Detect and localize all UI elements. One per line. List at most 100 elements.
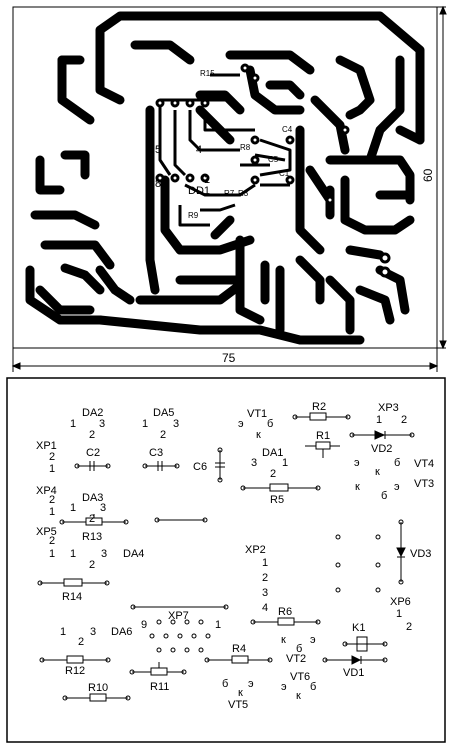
label-da1: DA1	[262, 447, 283, 459]
pcb-label: R8	[240, 143, 251, 152]
pin: э	[238, 418, 244, 430]
label-r1: R1	[316, 430, 330, 442]
pin: 3	[251, 457, 257, 469]
label-r13: R13	[82, 531, 102, 543]
label-r14: R14	[62, 591, 82, 603]
pin: э	[281, 681, 287, 693]
label-r2: R2	[312, 401, 326, 413]
label-vt4: VT4	[414, 458, 434, 470]
pcb-label: 8	[155, 178, 161, 190]
pin: 1	[282, 457, 288, 469]
pin: 2	[89, 513, 95, 525]
pcb-label: R3	[238, 189, 249, 198]
pin: э	[354, 457, 360, 469]
pin: 1	[376, 414, 382, 426]
pcb-label: 4	[196, 144, 202, 156]
label-c2: C2	[86, 447, 100, 459]
label-vd1: VD1	[343, 667, 364, 679]
pin: 1	[49, 463, 55, 475]
pcb-label: C1	[279, 169, 290, 178]
label-vd2: VD2	[371, 443, 392, 455]
pin: к	[375, 466, 380, 478]
label-c6: C6	[193, 461, 207, 473]
pin: 1	[70, 418, 76, 430]
label-xp3: XP3	[378, 402, 399, 414]
pin: э	[310, 634, 316, 646]
pin: 3	[90, 626, 96, 638]
pcb-label: C4	[282, 125, 293, 134]
pin: 2	[406, 621, 412, 633]
label-da4: DA4	[123, 548, 144, 560]
label-xp2: XP2	[245, 544, 266, 556]
pin: 2	[160, 429, 166, 441]
pin: 3	[262, 587, 268, 599]
pin: 3	[173, 418, 179, 430]
label-xp7: XP7	[168, 610, 189, 622]
pin: к	[238, 687, 243, 699]
label-da3: DA3	[82, 492, 103, 504]
pin: 1	[215, 619, 221, 631]
pin: 1	[70, 548, 76, 560]
pin: 1	[142, 418, 148, 430]
label-vt5: VT5	[228, 699, 248, 711]
pin: б	[310, 681, 316, 693]
pcb-label: 5	[155, 144, 161, 156]
pin: б	[267, 418, 273, 430]
pin: к	[296, 690, 301, 702]
label-vt3: VT3	[414, 478, 434, 490]
pin: к	[355, 481, 360, 493]
pin: 2	[89, 559, 95, 571]
pads	[155, 63, 391, 278]
label-r6: R6	[278, 606, 292, 618]
label-da5: DA5	[153, 407, 174, 419]
pcb-label: 1	[204, 174, 210, 186]
label-xp6: XP6	[390, 596, 411, 608]
pcb-label: DD1	[188, 185, 210, 197]
pin: 2	[401, 414, 407, 426]
label-vt6: VT6	[290, 671, 310, 683]
pin: 2	[49, 451, 55, 463]
holes	[37, 414, 415, 701]
pin: 2	[89, 429, 95, 441]
label-da2: DA2	[82, 407, 103, 419]
label-xp5: XP5	[36, 526, 57, 538]
pin: 3	[101, 548, 107, 560]
label-vd3: VD3	[410, 548, 431, 560]
pin: 2	[49, 494, 55, 506]
pin: б	[296, 643, 302, 655]
label-r4: R4	[232, 643, 246, 655]
pin: 1	[49, 506, 55, 518]
pin: 1	[70, 502, 76, 514]
label-r11: R11	[150, 681, 169, 693]
component-placement	[40, 412, 412, 702]
label-xp1: XP1	[36, 440, 57, 452]
label-r10: R10	[88, 682, 108, 694]
pcb-label: C5	[268, 155, 279, 164]
pin: 1	[49, 548, 55, 560]
label-k1: K1	[352, 622, 365, 634]
pin: 2	[270, 468, 276, 480]
pin: 9	[141, 619, 147, 631]
label-xp4: XP4	[36, 485, 57, 497]
component-labels: DA2 1 3 2 DA5 1 3 2 VT1 э б к R2 XP3 1 2…	[36, 401, 434, 711]
pin: э	[248, 678, 254, 690]
pin: б	[394, 457, 400, 469]
pin: 3	[100, 502, 106, 514]
copper-traces	[25, 11, 425, 345]
pin: э	[394, 481, 400, 493]
pin: 4	[262, 602, 268, 614]
pcb-label: R7	[224, 189, 235, 198]
pin: 3	[99, 418, 105, 430]
pin: б	[222, 678, 228, 690]
label-c3: C3	[149, 447, 163, 459]
pin: 1	[262, 557, 268, 569]
label-r5: R5	[270, 494, 284, 506]
dimension-height: 60	[421, 168, 435, 182]
pin: к	[281, 634, 286, 646]
pin: 2	[49, 535, 55, 547]
pcb-label: R15	[200, 69, 215, 78]
label-da6: DA6	[111, 626, 132, 638]
label-vt2: VT2	[286, 653, 306, 665]
pcb-label: R9	[188, 211, 199, 220]
